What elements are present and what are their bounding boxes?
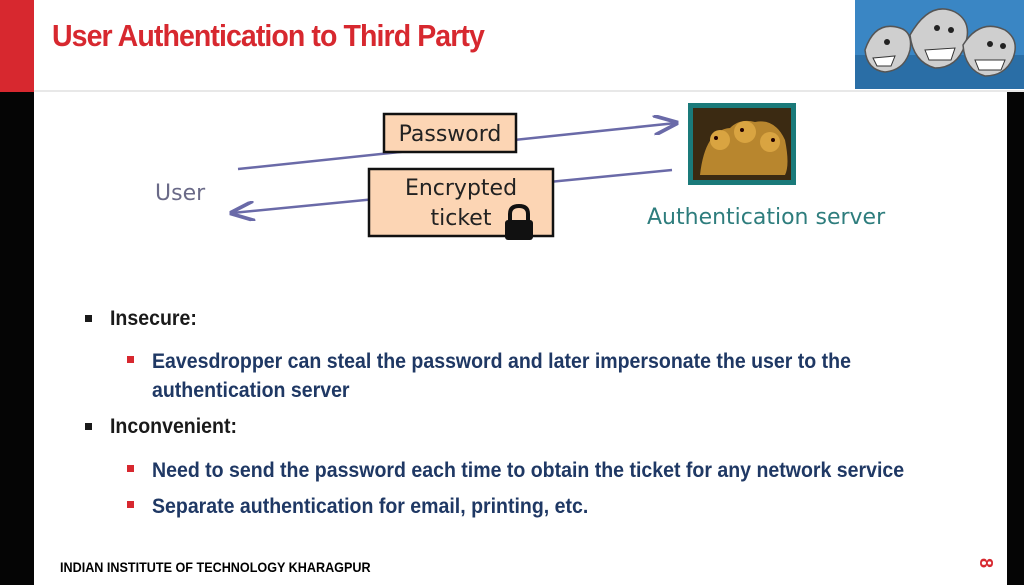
sub-bullet-eavesdropper: Eavesdropper can steal the password and … [152,350,851,402]
left-red-bar [0,0,34,92]
sub-bullet-separate-auth: Separate authentication for email, print… [152,495,589,518]
password-label: Password [399,122,502,147]
bullet-marker [85,423,92,430]
password-box [382,112,518,154]
institution-footer: INDIAN INSTITUTE OF TECHNOLOGY KHARAGPUR [60,559,371,575]
server-label: Authentication server [647,205,886,230]
bullet-marker [85,315,92,322]
ticket-label-line1: Encrypted [405,176,517,201]
user-label: User [155,181,206,206]
sub-bullet-marker [127,465,134,472]
sub-bullet-marker [127,501,134,508]
page-number: 8 [976,557,996,568]
ticket-label-line2: ticket [431,206,492,231]
cerberus-logo [855,0,1024,89]
authentication-diagram: Password Encrypted ticket User Authentic… [155,103,886,240]
header-divider [34,90,1024,92]
sub-bullet-password-each-time: Need to send the password each time to o… [152,459,905,482]
sub-bullet-marker [127,356,134,363]
right-black-bar [1007,92,1024,585]
left-black-bar [0,92,34,585]
lock-icon [505,203,533,240]
slide-title: User Authentication to Third Party [52,18,485,53]
bullet-heading-inconvenient: Inconvenient: [110,415,237,438]
bullet-heading-insecure: Insecure: [110,307,197,330]
server-image [688,103,796,185]
